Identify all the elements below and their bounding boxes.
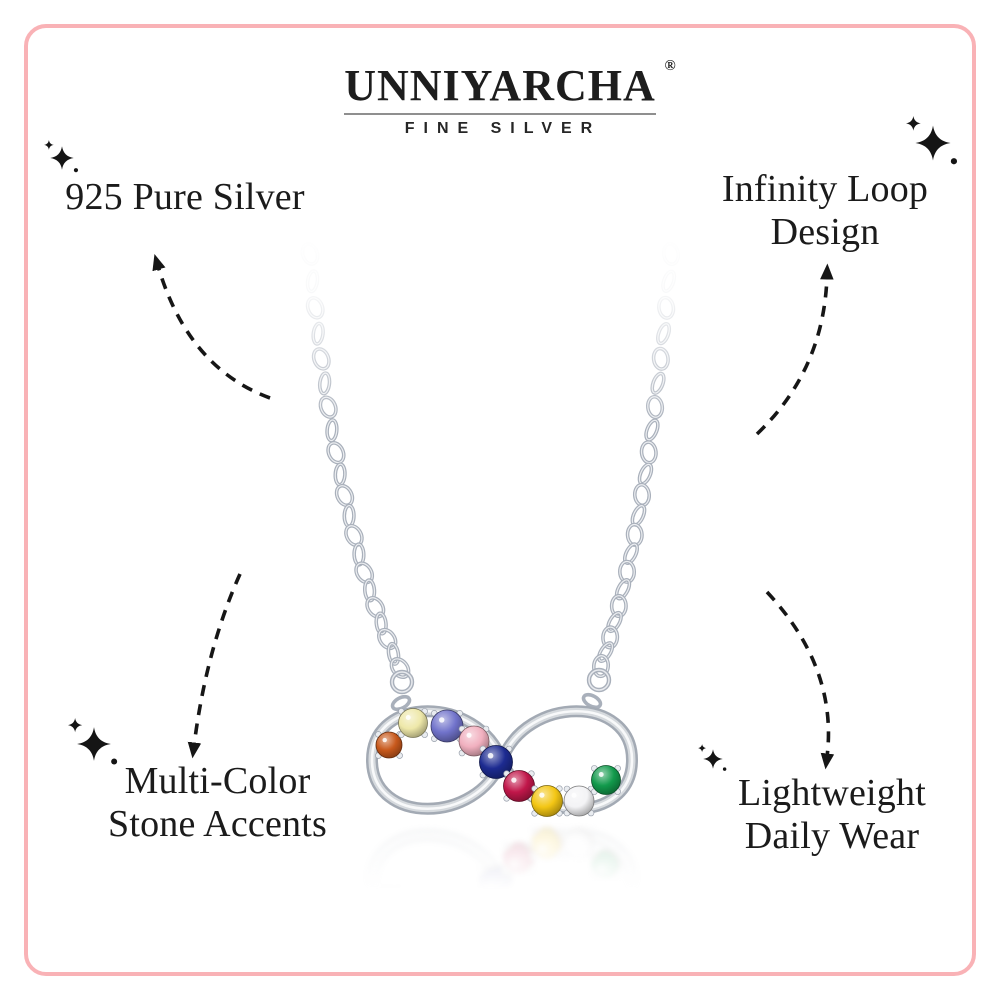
feature-pure-silver-label: 925 Pure Silver [65, 176, 305, 218]
sparkle-icon-bottom-left [68, 718, 117, 765]
stone-green-emerald [591, 765, 621, 795]
feature-lightweight-line2: Daily Wear [744, 814, 920, 857]
feature-multicolor-stones-line2: Stone Accents [108, 802, 327, 845]
stone-golden-yellow [531, 785, 563, 817]
feature-pure-silver: 925 Pure Silver [40, 176, 330, 219]
chain [300, 241, 681, 679]
registered-mark-icon: ® [664, 58, 676, 74]
brand-logo: UNNIYARCHA ® FINE SILVER [0, 58, 1000, 138]
feature-infinity-loop: Infinity Loop Design [695, 168, 955, 254]
brand-name: UNNIYARCHA [344, 61, 656, 110]
stone-pale-yellow [398, 708, 428, 738]
stone-ruby-red [503, 770, 535, 802]
feature-multicolor-stones: Multi-Color Stone Accents [70, 760, 365, 846]
infinity-pendant [366, 667, 638, 817]
stone-blue-sapphire [479, 745, 513, 779]
logo-divider [344, 113, 656, 115]
feature-multicolor-stones-line1: Multi-Color [124, 760, 311, 802]
stone-blue-violet [430, 709, 464, 743]
feature-infinity-loop-line1: Infinity Loop [721, 168, 929, 210]
pendant-reflection [372, 828, 632, 975]
sparkle-icon-top-left [44, 140, 78, 172]
feature-lightweight: Lightweight Daily Wear [703, 772, 961, 858]
arrow-top-left [152, 254, 271, 400]
sparkle-icon-bottom-right [698, 744, 726, 771]
stone-white-clear [563, 785, 595, 817]
chain-fade [260, 228, 740, 428]
stones [375, 708, 621, 817]
infinity-band [366, 705, 638, 815]
arrow-bottom-left [187, 573, 242, 759]
pendant-bails [389, 667, 612, 712]
brand-tagline: FINE SILVER [404, 120, 602, 137]
stone-pink [458, 725, 490, 757]
feature-infinity-loop-line2: Design [770, 210, 880, 253]
arrow-bottom-right [765, 590, 835, 770]
arrow-top-right [755, 263, 834, 436]
stone-orange-garnet [375, 731, 403, 759]
feature-lightweight-line1: Lightweight [738, 772, 926, 814]
